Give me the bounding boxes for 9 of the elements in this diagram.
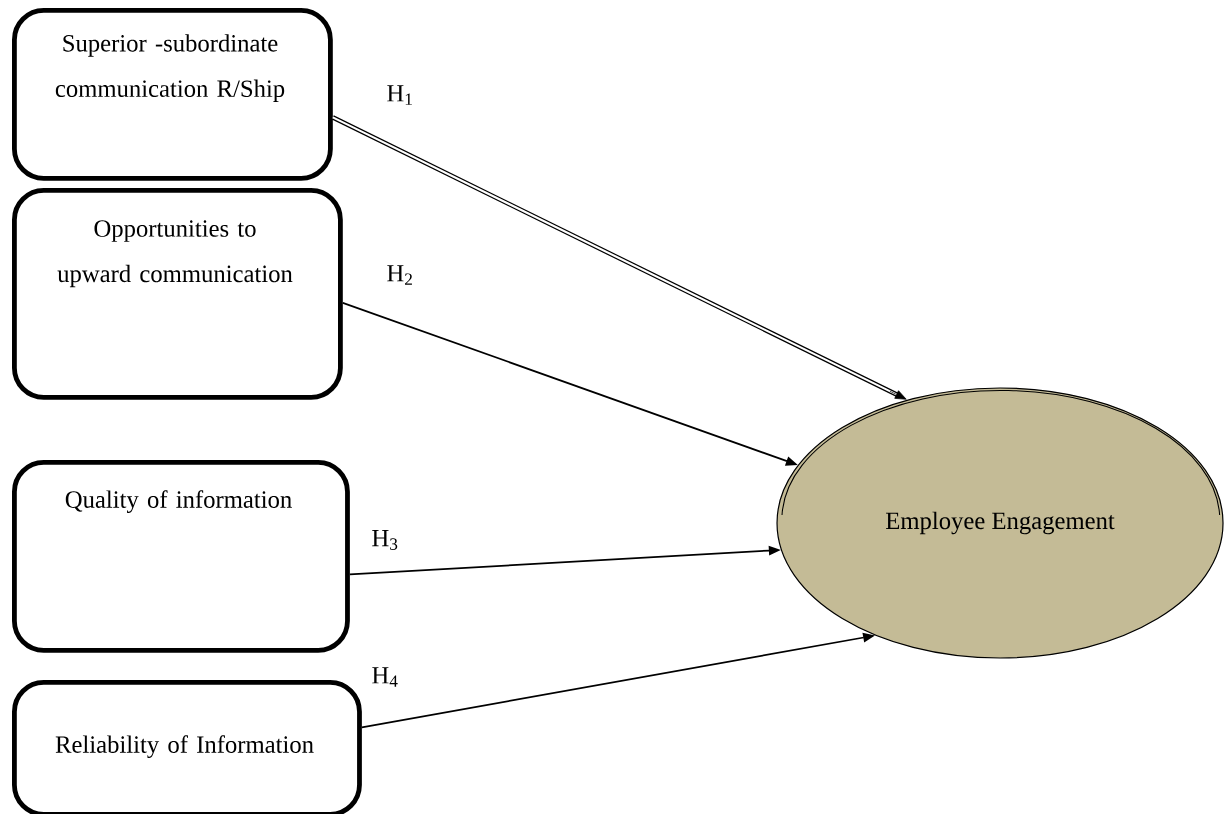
concept-box: Opportunities to upward communication — [12, 188, 343, 400]
concept-box: Superior -subordinate communication R/Ship — [12, 8, 333, 181]
edge-label: H$_{4}$ — [370, 665, 400, 689]
concept-box: Reliability of Information — [12, 680, 362, 814]
concept-box: Quality of information — [12, 460, 350, 653]
arrow — [331, 115, 907, 400]
edge-label: H$_{2}$ — [385, 263, 415, 287]
edge-label: H$_{3}$ — [370, 528, 400, 552]
edge-label: H$_{1}$ — [385, 83, 415, 107]
